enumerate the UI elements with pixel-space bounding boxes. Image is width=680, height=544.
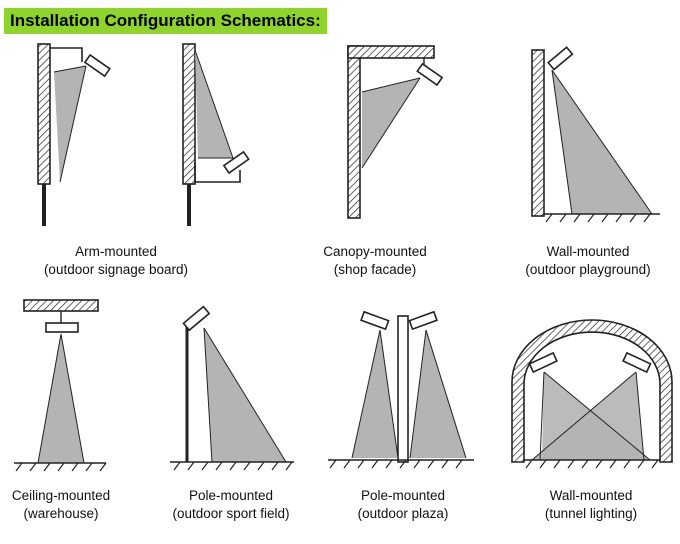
pole-mounted-sport-illustration	[170, 305, 294, 471]
ceiling-mounted-illustration	[14, 299, 107, 472]
page-title: Installation Configuration Schematics:	[4, 8, 327, 34]
caption-title: Wall-mounted	[549, 488, 633, 503]
arm-mounted-illustration	[37, 43, 250, 226]
caption-subtitle: (outdoor plaza)	[357, 506, 449, 521]
caption-arm-mounted: Arm-mounted (outdoor signage board)	[14, 243, 218, 279]
caption-subtitle: (outdoor sport field)	[172, 506, 290, 521]
caption-subtitle: (outdoor playground)	[525, 262, 651, 277]
tunnel-lighting-illustration	[511, 319, 673, 469]
caption-wall-mounted-playground: Wall-mounted (outdoor playground)	[500, 243, 676, 279]
wall-mounted-playground-illustration	[531, 46, 660, 223]
caption-title: Arm-mounted	[75, 244, 157, 259]
caption-title: Pole-mounted	[360, 488, 446, 503]
caption-subtitle: (warehouse)	[23, 506, 99, 521]
pole-mounted-plaza-illustration	[328, 310, 474, 469]
caption-tunnel-lighting: Wall-mounted (tunnel lighting)	[516, 487, 666, 523]
caption-title: Ceiling-mounted	[11, 488, 111, 503]
caption-subtitle: (tunnel lighting)	[544, 506, 638, 521]
canopy-mounted-illustration	[347, 45, 444, 219]
caption-title: Pole-mounted	[188, 488, 274, 503]
caption-title: Wall-mounted	[546, 244, 630, 259]
caption-subtitle: (outdoor signage board)	[43, 262, 189, 277]
caption-pole-mounted-sport: Pole-mounted (outdoor sport field)	[156, 487, 306, 523]
caption-canopy-mounted: Canopy-mounted (shop facade)	[300, 243, 450, 279]
caption-pole-mounted-plaza: Pole-mounted (outdoor plaza)	[330, 487, 476, 523]
caption-title: Canopy-mounted	[323, 244, 427, 259]
caption-subtitle: (shop facade)	[333, 262, 417, 277]
caption-ceiling-mounted: Ceiling-mounted (warehouse)	[0, 487, 122, 523]
